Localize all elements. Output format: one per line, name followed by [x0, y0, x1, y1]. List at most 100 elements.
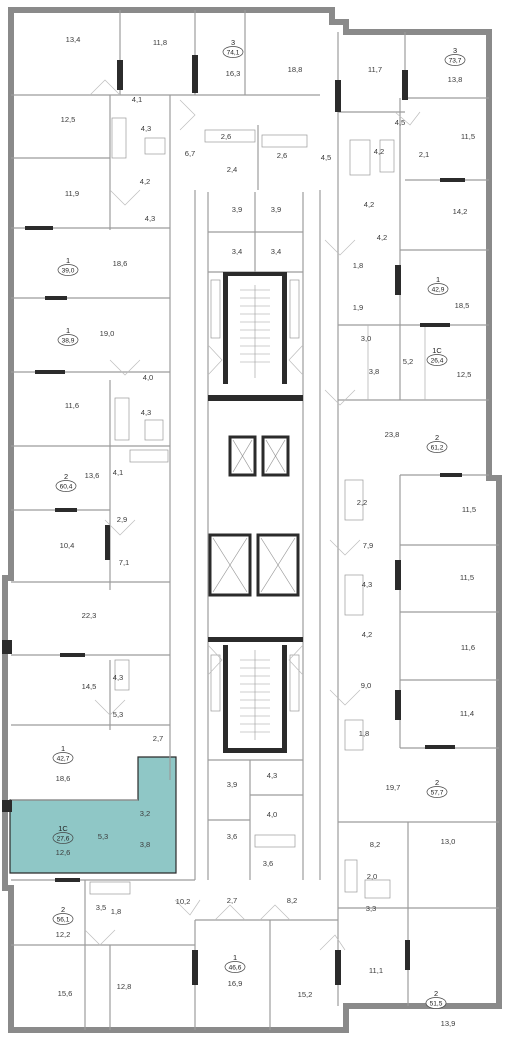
- room-count: 1: [436, 275, 440, 284]
- total-area: 57,7: [431, 789, 444, 796]
- room-count: 2: [61, 905, 65, 914]
- room-area-label: 10,4: [60, 541, 75, 550]
- room-area-label: 4,3: [362, 580, 373, 589]
- room-area-label: 2,4: [227, 165, 238, 174]
- apartment-tag[interactable]: 374,1: [222, 38, 244, 58]
- room-area-label: 3,4: [232, 247, 243, 256]
- room-count: 1: [233, 953, 237, 962]
- room-area-label: 4,2: [374, 147, 385, 156]
- room-area-label: 12,5: [61, 115, 76, 124]
- room-area-label: 2,6: [277, 151, 288, 160]
- room-area-label: 8,2: [370, 840, 381, 849]
- total-area: 38,9: [62, 337, 75, 344]
- apartment-tag[interactable]: 146,6: [224, 953, 246, 973]
- room-area-label: 11,4: [460, 709, 474, 718]
- room-area-label: 13,4: [66, 35, 81, 44]
- room-count: 1: [61, 744, 65, 753]
- room-area-label: 12,6: [56, 848, 71, 857]
- area-badge: [427, 283, 449, 295]
- room-area-label: 13,9: [441, 1019, 456, 1028]
- room-area-label: 3,0: [361, 334, 372, 343]
- apartment-tag[interactable]: 256,1: [52, 905, 74, 925]
- apartment-tag[interactable]: 142,9: [427, 275, 449, 295]
- room-area-label: 15,2: [298, 990, 313, 999]
- room-area-label: 2,2: [357, 498, 368, 507]
- room-area-label: 1,8: [111, 907, 122, 916]
- apartment-tag[interactable]: 261,2: [426, 433, 448, 453]
- area-badge: [426, 441, 448, 453]
- room-area-label: 3,8: [140, 840, 151, 849]
- area-badge: [52, 913, 74, 925]
- room-count: 2: [435, 778, 439, 787]
- room-area-label: 11,6: [461, 643, 475, 652]
- room-area-label: 4,2: [364, 200, 375, 209]
- area-badge: [52, 752, 74, 764]
- room-area-label: 4,0: [267, 810, 278, 819]
- room-area-label: 10,2: [176, 897, 191, 906]
- room-area-label: 13,6: [85, 471, 100, 480]
- room-count: 2: [435, 433, 439, 442]
- apartment-tag[interactable]: 139,0: [57, 256, 79, 276]
- room-area-label: 18,8: [288, 65, 303, 74]
- room-area-label: 18,6: [56, 774, 71, 783]
- room-area-label: 2,0: [367, 872, 378, 881]
- room-area-label: 8,2: [287, 896, 298, 905]
- apartment-tag[interactable]: 142,7: [52, 744, 74, 764]
- total-area: 51,5: [430, 1000, 443, 1007]
- room-area-label: 14,5: [82, 682, 97, 691]
- apartment-tag[interactable]: 260,4: [55, 472, 77, 492]
- room-area-label: 5,2: [403, 357, 414, 366]
- room-area-label: 2,1: [419, 150, 430, 159]
- room-area-label: 12,5: [457, 370, 472, 379]
- room-area-label: 4,1: [132, 95, 143, 104]
- area-badge: [222, 46, 244, 58]
- room-area-label: 5,3: [98, 832, 109, 841]
- room-area-label: 2,7: [153, 734, 164, 743]
- room-area-label: 4,3: [145, 214, 156, 223]
- apartment-tag[interactable]: 251,5: [425, 989, 447, 1009]
- room-area-label: 1,8: [359, 729, 370, 738]
- room-area-label: 4,2: [140, 177, 151, 186]
- apartment-tag[interactable]: 257,7: [426, 778, 448, 798]
- room-area-label: 12,2: [56, 930, 71, 939]
- room-area-label: 2,9: [117, 515, 128, 524]
- room-count: 2: [64, 472, 68, 481]
- room-area-label: 4,2: [362, 630, 373, 639]
- door-swings: [84, 79, 421, 951]
- room-area-label: 15,6: [58, 989, 73, 998]
- room-area-label: 6,7: [185, 149, 196, 158]
- bathroom-fixtures: [89, 117, 395, 899]
- total-area: 73,7: [449, 57, 462, 64]
- area-badge: [52, 832, 74, 844]
- room-area-label: 4,5: [395, 118, 406, 127]
- corridor-walls: [194, 190, 321, 880]
- room-area-label: 11,5: [460, 573, 474, 582]
- apartment-tag[interactable]: 373,7: [444, 46, 466, 66]
- room-area-label: 4,2: [377, 233, 388, 242]
- area-badge: [57, 334, 79, 346]
- room-area-label: 3,9: [227, 780, 238, 789]
- room-area-label: 11,8: [153, 38, 167, 47]
- room-area-label: 7,1: [119, 558, 130, 567]
- center-walls: [195, 10, 338, 1030]
- room-count: 1: [66, 326, 70, 335]
- area-badge: [57, 264, 79, 276]
- apartment-tag[interactable]: 138,9: [57, 326, 79, 346]
- room-area-label: 23,8: [385, 430, 400, 439]
- room-area-label: 3,3: [366, 904, 377, 913]
- room-area-label: 19,0: [100, 329, 115, 338]
- room-area-label: 4,5: [321, 153, 332, 162]
- room-area-label: 4,3: [267, 771, 278, 780]
- total-area: 42,7: [57, 755, 70, 762]
- room-count: 1С: [432, 346, 442, 355]
- total-area: 56,1: [57, 916, 70, 923]
- total-area: 74,1: [227, 49, 240, 56]
- room-area-label: 9,0: [361, 681, 372, 690]
- apartment-highlight[interactable]: [9, 756, 177, 874]
- room-area-label: 3,2: [140, 809, 151, 818]
- total-area: 39,0: [62, 267, 75, 274]
- room-count: 1С: [58, 824, 68, 833]
